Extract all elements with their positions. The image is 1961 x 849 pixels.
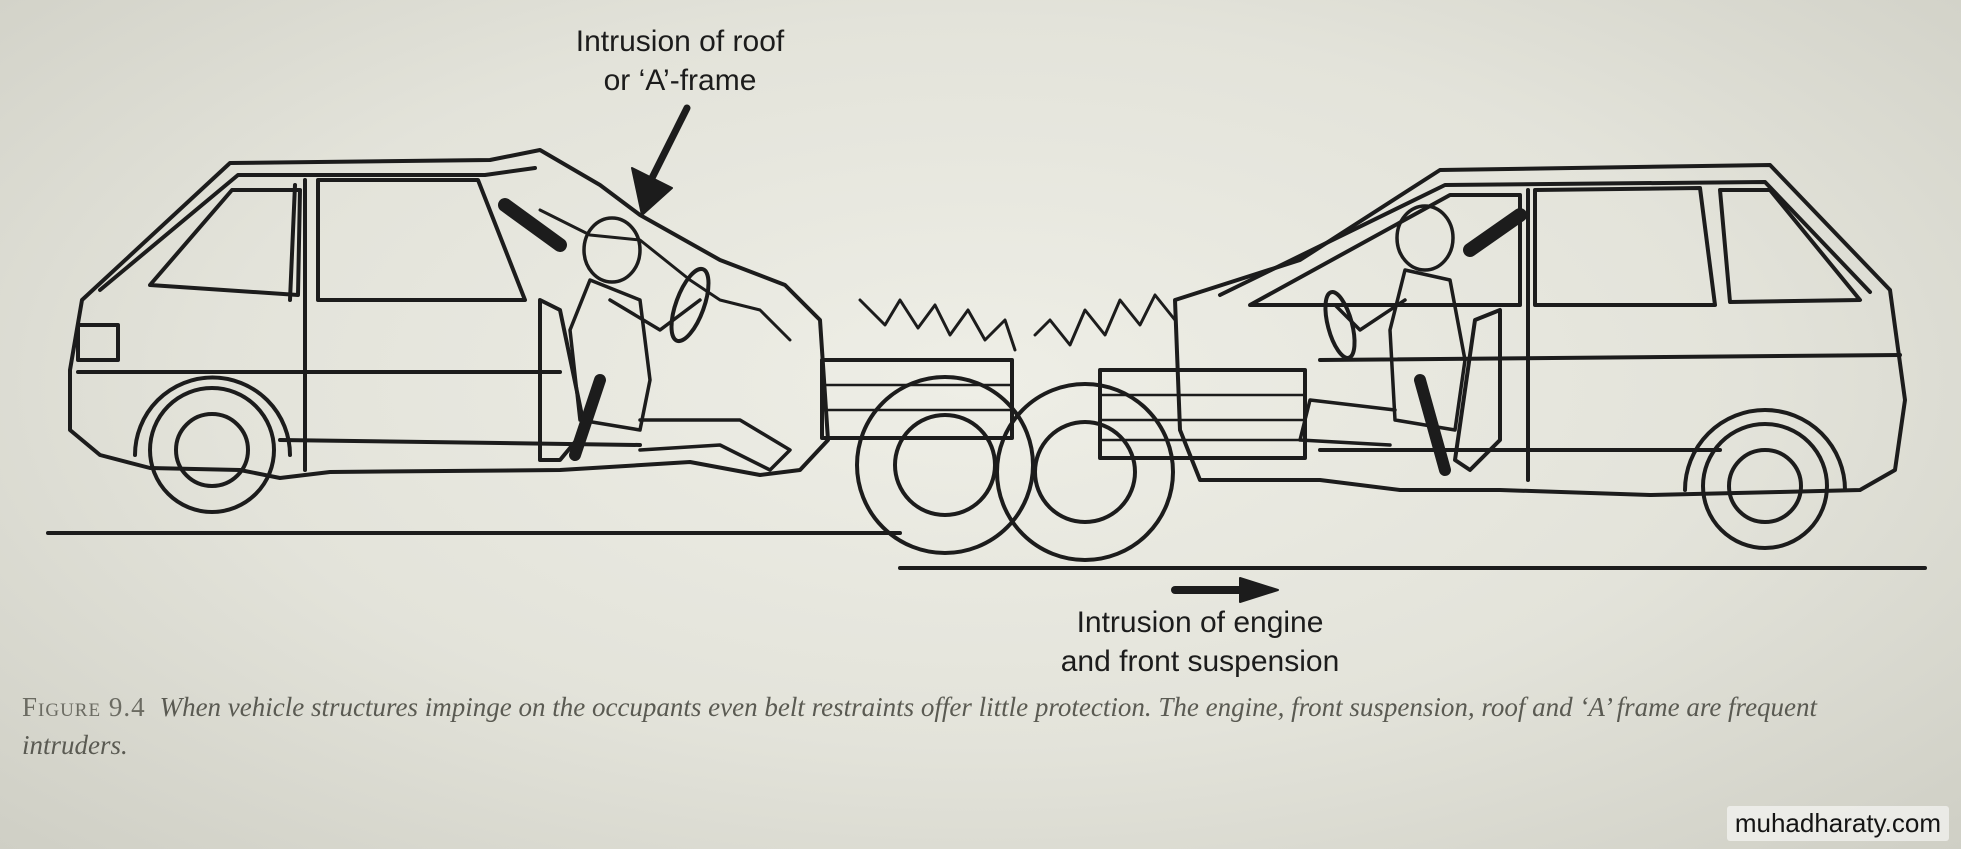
right-car-steering-wheel — [1323, 290, 1357, 360]
engine-label-line-2: and front suspension — [1060, 645, 1340, 678]
left-car-seat-belt — [498, 198, 567, 252]
right-car-front-wheel — [995, 382, 1175, 562]
left-car-crumple — [538, 208, 792, 342]
figure-caption-number: Figure 9.4 — [22, 692, 146, 722]
engine-label-line-1: Intrusion of engine — [1076, 606, 1324, 639]
right-car-rear-window — [1718, 188, 1862, 304]
engine-intrusion-arrow — [1171, 577, 1279, 603]
left-car-lap-belt — [569, 374, 606, 461]
site-watermark: muhadharaty.com — [1726, 806, 1949, 841]
right-car-rear-hub — [1727, 448, 1803, 524]
left-car-body — [68, 148, 830, 480]
right-engine-block — [1098, 368, 1307, 460]
left-car-rear-window — [148, 188, 302, 297]
left-car-roof-line — [98, 166, 537, 292]
right-car-side-window — [1533, 186, 1717, 307]
right-occupant-head — [1395, 204, 1455, 272]
roof-intrusion-label: Intrusion of roof or ‘A’-frame — [520, 22, 840, 100]
right-car-beltline — [1318, 353, 1902, 362]
right-car-front-hub — [1033, 420, 1137, 524]
right-occupant-arm — [1333, 298, 1407, 332]
roof-label-line-1: Intrusion of roof — [575, 25, 785, 58]
right-car-roof-line — [1218, 180, 1872, 297]
left-car-steering-wheel — [669, 266, 711, 344]
left-car-rear-hub — [174, 412, 250, 488]
crash-zone-left — [858, 298, 1017, 352]
left-occupant-torso — [568, 278, 652, 432]
left-occupant-head — [582, 216, 642, 284]
figure-caption-text: When vehicle structures impinge on the o… — [22, 692, 1818, 760]
roof-arrow-head — [631, 167, 673, 216]
left-occupant-arm — [608, 298, 702, 332]
right-car-front-window — [1248, 193, 1522, 307]
left-car — [68, 148, 830, 514]
left-car-occupant — [568, 216, 792, 472]
left-car-rear-arch — [133, 375, 292, 457]
crash-zone-right — [1033, 293, 1177, 347]
right-occupant-legs — [1298, 398, 1397, 447]
roof-intrusion-arrow — [631, 104, 691, 216]
left-car-rear-wheel — [148, 386, 276, 514]
left-car-side-window — [316, 178, 527, 302]
right-car-occupant — [1298, 204, 1467, 447]
right-car — [1173, 163, 1907, 550]
right-car-engine — [995, 368, 1307, 562]
engine-arrow-head — [1239, 577, 1279, 603]
right-occupant-torso — [1388, 268, 1467, 432]
roof-arrow-shaft — [648, 104, 691, 182]
right-car-rear-wheel — [1701, 422, 1829, 550]
right-car-seat — [1453, 308, 1502, 472]
right-car-rear-arch — [1683, 408, 1847, 492]
left-car-taillight — [76, 323, 120, 362]
left-occupant-legs — [638, 418, 792, 472]
left-engine-block — [820, 358, 1014, 440]
left-car-front-hub — [893, 413, 997, 517]
left-car-c-pillar — [288, 183, 297, 302]
right-car-body — [1173, 163, 1907, 497]
left-car-front-wheel — [855, 375, 1035, 555]
left-car-engine — [820, 358, 1035, 555]
right-car-seat-belt — [1463, 208, 1527, 257]
engine-intrusion-label: Intrusion of engine and front suspension — [1010, 603, 1390, 681]
roof-label-line-2: or ‘A’-frame — [603, 64, 757, 97]
